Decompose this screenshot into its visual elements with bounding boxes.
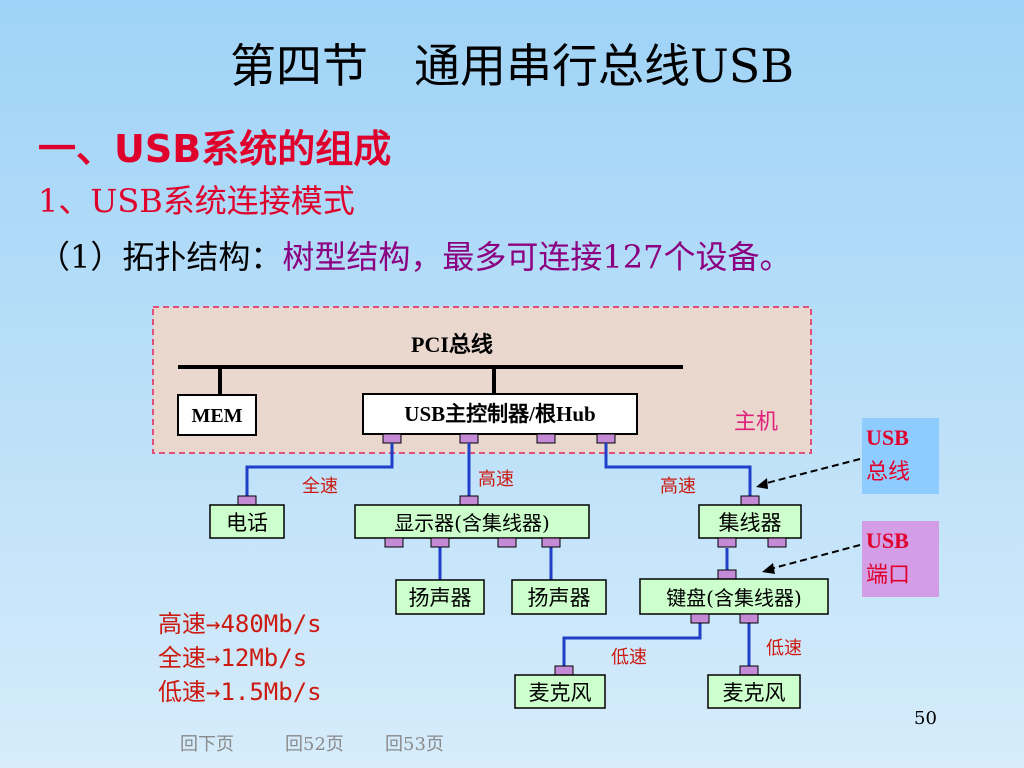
device-boxes	[209, 504, 829, 709]
telephone-box	[209, 504, 285, 539]
monitor-upstream-port	[459, 495, 479, 506]
downstream-ports	[384, 537, 787, 624]
usb-port-callout-line2: 端口	[866, 563, 910, 588]
monitor-label: 显示器(含集线器)	[394, 511, 550, 535]
speed-legend-low: 低速→1.5Mb/s	[158, 678, 322, 706]
cable-microphone-1	[562, 614, 702, 666]
speed-label-high-2: 高速	[660, 476, 696, 497]
nav-next-page-link[interactable]: 回下页	[180, 734, 234, 755]
keyboard-box	[639, 578, 829, 615]
keyboard-down-port-1	[690, 613, 710, 624]
speaker-1-box	[395, 579, 485, 615]
usb-port-pointer-arrowhead	[762, 563, 775, 574]
speaker-2-box	[511, 579, 607, 615]
cable-hub	[604, 443, 752, 496]
controller-port-2	[459, 433, 479, 444]
telephone-label: 电话	[226, 511, 268, 535]
hub-down-port-2	[767, 537, 787, 548]
speaker-1-label: 扬声器	[409, 586, 472, 610]
mem-label: MEM	[191, 405, 242, 427]
hub-upstream-port	[740, 495, 760, 506]
telephone-port	[237, 495, 257, 506]
microphone-1-box	[514, 674, 606, 709]
usb-bus-callout-line2: 总线	[866, 460, 910, 485]
speed-label-high-1: 高速	[478, 469, 514, 490]
speed-label-low-2: 低速	[766, 638, 802, 659]
controller-port-4	[596, 433, 616, 444]
controller-port-1	[382, 433, 402, 444]
nav-page-53-link[interactable]: 回53页	[385, 734, 444, 755]
speed-labels: 全速 高速 高速 低速 低速	[302, 469, 802, 668]
usb-port-callout-box	[862, 521, 939, 597]
usb-bus-callout-box	[862, 418, 939, 494]
hub-down-port-1	[717, 537, 737, 548]
monitor-down-port-1	[384, 537, 404, 548]
monitor-down-port-2	[430, 537, 450, 548]
microphone-2-box	[707, 674, 801, 709]
microphone-1-label: 麦克风	[529, 681, 592, 705]
keyboard-label: 键盘(含集线器)	[666, 586, 802, 610]
mem-box	[177, 394, 257, 436]
monitor-down-port-4	[497, 537, 517, 548]
usb-port-pointer	[769, 544, 861, 570]
topology-text: 树型结构，最多可连接127个设备。	[282, 238, 792, 276]
section-heading: 一、USB系统的组成	[38, 127, 392, 171]
speed-legend-high: 高速→480Mb/s	[158, 610, 322, 638]
cable-telephone	[245, 443, 394, 496]
monitor-box	[354, 504, 590, 539]
speed-legend-full: 全速→12Mb/s	[158, 644, 308, 672]
microphone-2-port	[739, 665, 759, 676]
subsection-heading: 1、USB系统连接模式	[38, 182, 355, 220]
topology-statement: （1）拓扑结构：树型结构，最多可连接127个设备。	[38, 232, 791, 278]
usb-bus-callout-line1: USB	[866, 425, 909, 450]
speed-label-full: 全速	[302, 476, 338, 497]
slide-title: 第四节 通用串行总线USB	[229, 39, 795, 93]
usb-bus-pointer-arrowhead	[756, 478, 768, 489]
controller-port-3	[536, 433, 556, 444]
usb-port-callout-line1: USB	[866, 528, 909, 553]
microphone-1-port	[554, 665, 574, 676]
usb-cables	[245, 443, 752, 666]
microphone-2-label: 麦克风	[723, 681, 786, 705]
speaker-2-label: 扬声器	[528, 586, 591, 610]
page-number: 50	[914, 708, 937, 729]
usb-host-controller-label: USB主控制器/根Hub	[404, 402, 595, 426]
keyboard-down-port-2	[739, 613, 759, 624]
usb-bus-pointer	[762, 458, 861, 485]
hub-label: 集线器	[719, 511, 782, 535]
device-labels: 电话 显示器(含集线器) 集线器 扬声器 扬声器 键盘(含集线器) 麦克风 麦克…	[226, 511, 802, 705]
hub-box	[698, 504, 802, 539]
monitor-down-port-3	[541, 537, 561, 548]
speed-label-low-1: 低速	[611, 647, 647, 668]
keyboard-upstream-port	[717, 569, 737, 580]
host-label: 主机	[734, 410, 778, 435]
nav-page-52-link[interactable]: 回52页	[285, 734, 344, 755]
pci-bus-label: PCI总线	[411, 332, 493, 357]
topology-prefix: （1）拓扑结构：	[38, 238, 283, 276]
usb-host-controller-box	[362, 393, 638, 435]
